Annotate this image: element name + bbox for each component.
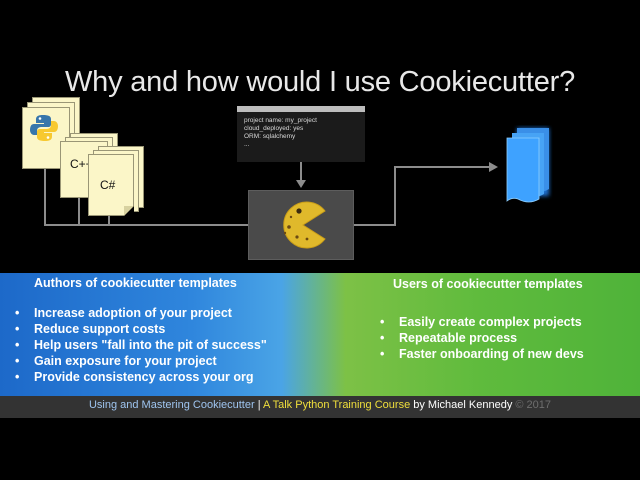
arrow-right-icon [489,162,498,172]
connector-line [394,166,490,168]
list-item: •Help users "fall into the pit of succes… [15,338,267,352]
training-name: A Talk Python Training Course [263,399,411,411]
python-logo-icon [30,115,58,141]
users-heading: Users of cookiecutter templates [393,277,583,291]
footer-bar: Using and Mastering Cookiecutter | A Tal… [0,396,640,418]
connector-line [108,214,110,225]
cookiecutter-machine [248,190,354,260]
arrow-down-icon [296,180,306,188]
list-item: •Easily create complex projects [380,315,582,329]
slide-title: Why and how would I use Cookiecutter? [64,66,576,98]
list-item: •Provide consistency across your org [15,370,254,384]
authors-heading: Authors of cookiecutter templates [34,276,237,290]
list-item: •Repeatable process [380,331,518,345]
authors-list: •Increase adoption of your project •Redu… [15,305,267,385]
benefits-panel: Authors of cookiecutter templates •Incre… [0,273,640,396]
connector-line [44,165,46,225]
pacman-cookie-icon [283,201,326,249]
list-item: •Gain exposure for your project [15,354,217,368]
terminal-line: ORM: sqlalchemy [244,133,296,140]
generated-project-docs [504,125,554,210]
course-name: Using and Mastering Cookiecutter [88,399,255,411]
connector-line [300,162,302,182]
footer-credit: Using and Mastering Cookiecutter | A Tal… [88,399,552,411]
users-list: •Easily create complex projects •Repeata… [380,314,584,362]
connector-line [78,196,80,225]
document-stack-icon [506,128,549,203]
csharp-label: C# [100,178,116,192]
terminal-window: project name: my_project cloud_deployed:… [237,106,365,162]
list-item: •Increase adoption of your project [15,306,232,320]
author-name: by Michael Kennedy [410,399,513,411]
terminal-line: ... [244,141,250,148]
csharp-template-docs: C# [88,146,148,216]
terminal-line: cloud_deployed: yes [244,125,304,132]
list-item: •Reduce support costs [15,322,166,336]
list-item: •Faster onboarding of new devs [380,347,584,361]
connector-line [352,224,396,226]
connector-line [44,224,248,226]
copyright: © 2017 [512,399,552,411]
connector-line [394,166,396,226]
cpp-label: C++ [70,157,93,171]
terminal-line: project name: my_project [244,117,317,124]
